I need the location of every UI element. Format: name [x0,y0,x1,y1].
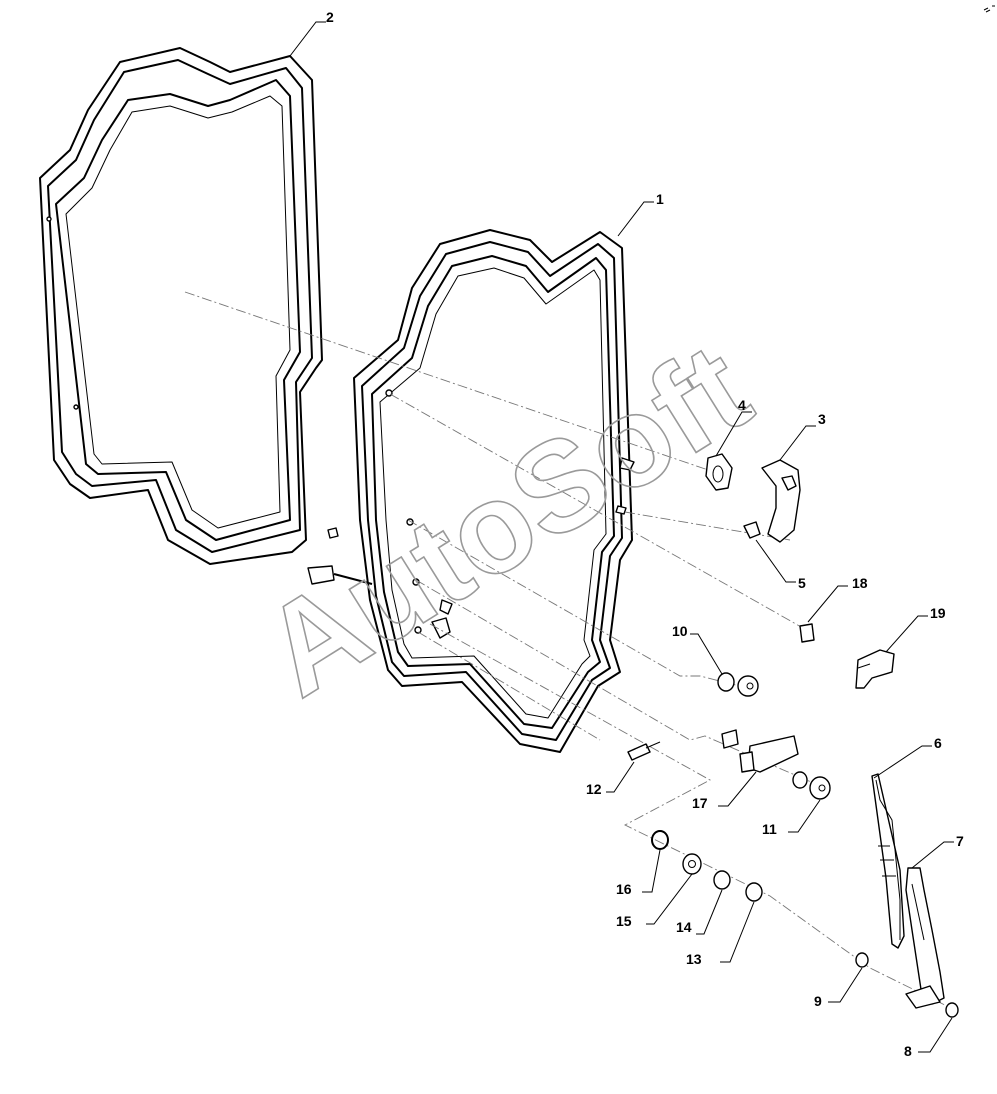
part-8-cap [945,1002,959,1018]
part-2-outer-frame [39,47,323,565]
callout-1: 1 [656,191,664,207]
callout-4: 4 [738,397,746,413]
callout-7: 7 [956,833,964,849]
callout-12: 12 [586,781,602,797]
part-10-washer-nut [717,672,759,697]
part-17-hinge [721,729,799,773]
callout-14: 14 [676,919,692,935]
watermark-text: AutoSoft [239,316,773,724]
callout-labels: 2 1 3 4 5 6 7 8 9 10 11 12 13 14 15 16 1… [326,9,964,1059]
corner-mark [983,5,995,13]
part-16-ring [651,830,669,850]
callout-11: 11 [762,821,777,837]
part-12-bolt [627,741,661,761]
part-13-washer [745,882,763,902]
part-15-nut [682,853,702,875]
part-6-wiper-blade [871,773,905,949]
watermark: AutoSoft [238,315,774,724]
callout-10: 10 [672,623,688,639]
callout-2: 2 [326,9,334,25]
callout-3: 3 [818,411,826,427]
part-4-bracket [705,453,733,491]
part-9-washer [855,952,869,968]
callout-19: 19 [930,605,946,621]
callout-8: 8 [904,1043,912,1059]
callout-leaders [289,21,954,1053]
part-14-washer [713,870,731,890]
part-7-wiper-arm [905,867,945,1009]
callout-18: 18 [852,575,868,591]
part-19-latch [855,649,895,689]
callout-5: 5 [798,575,806,591]
callout-15: 15 [616,913,632,929]
callout-6: 6 [934,735,942,751]
callout-9: 9 [814,993,822,1009]
callout-13: 13 [686,951,702,967]
part-5-clip [743,521,761,539]
part-1-door-frame [307,229,635,753]
part-11-nut [792,771,831,800]
part-18-plate [799,623,815,643]
part-3-handle [761,459,801,543]
callout-17: 17 [692,795,708,811]
callout-16: 16 [616,881,632,897]
